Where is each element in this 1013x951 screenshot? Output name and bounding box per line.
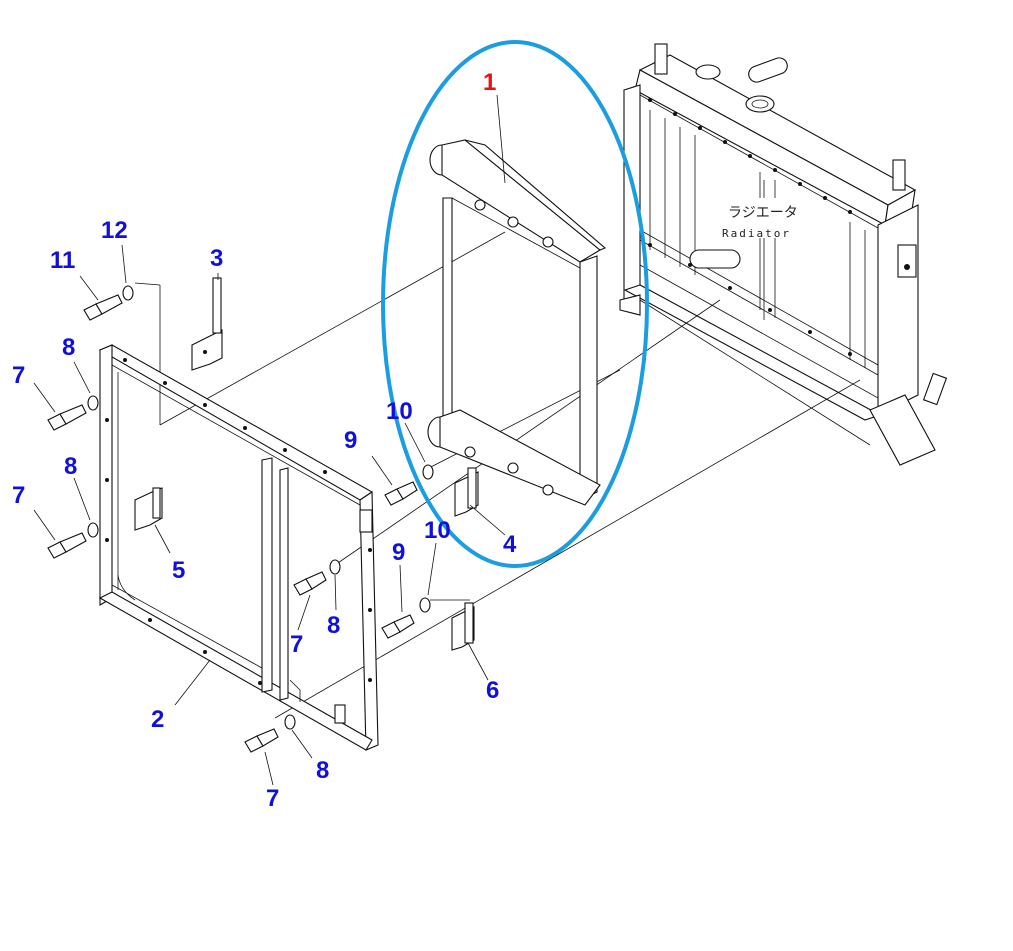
callout-7a: 7 [12, 362, 25, 389]
assembly-leader-lines [134, 231, 861, 719]
callout-leader-lines [33, 94, 506, 706]
fastener-8a-washer [87, 395, 99, 411]
callout-8a: 8 [62, 334, 75, 361]
fastener-8d-washer [284, 714, 313, 759]
fastener-9a-bolt [384, 481, 418, 506]
callout-11: 11 [50, 247, 75, 274]
fastener-10a-washer [422, 464, 434, 480]
callout-10a: 10 [386, 398, 413, 425]
part-1-radiator-core [427, 139, 607, 506]
callout-7c: 7 [290, 631, 303, 658]
fastener-7b-bolt [47, 532, 87, 559]
callout-8b: 8 [64, 453, 77, 480]
callout-10b: 10 [424, 517, 451, 544]
callout-9a: 9 [344, 427, 357, 454]
fastener-9b-bolt [381, 614, 415, 639]
fastener-11-bolt [83, 294, 123, 321]
fastener-7a-bolt [47, 404, 87, 431]
fastener-10b-washer [419, 597, 431, 613]
radiator-en-label: Radiator [722, 227, 791, 240]
callout-1: 1 [483, 69, 496, 96]
part-4-bracket [454, 467, 506, 536]
radiator-assembly: ラジエータ Radiator [619, 43, 948, 466]
callout-4: 4 [503, 531, 517, 558]
callouts: 1 2 3 4 5 6 7 7 7 7 8 8 8 8 9 9 10 10 11… [12, 69, 517, 812]
fastener-8c-washer [329, 559, 341, 611]
radiator-jp-label: ラジエータ [728, 205, 798, 221]
highlight-circle [381, 40, 649, 568]
callout-5: 5 [172, 557, 185, 584]
fastener-7d-bolt [244, 728, 279, 786]
callout-3: 3 [210, 245, 223, 272]
fastener-7c-bolt [293, 571, 327, 631]
part-5-bracket [134, 487, 171, 554]
fastener-8b-washer [87, 522, 99, 538]
callout-2: 2 [151, 706, 164, 733]
callout-8c: 8 [327, 612, 340, 639]
callout-12: 12 [101, 217, 128, 244]
part-6-bracket [451, 602, 489, 681]
callout-6: 6 [486, 677, 499, 704]
callout-9b: 9 [392, 539, 405, 566]
callout-8d: 8 [316, 757, 329, 784]
part-3-bracket [191, 277, 223, 371]
callout-7b: 7 [12, 482, 25, 509]
part-2-frame [98, 344, 379, 751]
callout-7d: 7 [266, 785, 279, 812]
fastener-12-washer [122, 285, 134, 301]
